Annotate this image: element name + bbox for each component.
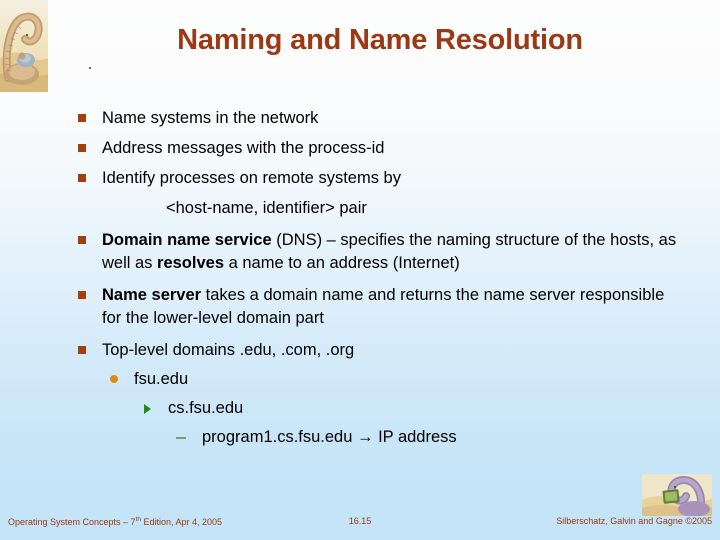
square-bullet-icon [78, 346, 86, 354]
list-item-label-bold: Name server [102, 286, 202, 304]
footer-copyright: Silberschatz, Galvin and Gagne ©2005 [556, 516, 712, 526]
list-item-label: Identify processes on remote systems by [102, 169, 401, 187]
square-bullet-icon [78, 291, 86, 299]
square-bullet-icon [78, 174, 86, 182]
list-item-sub: program1.cs.fsu.edu → IP address [76, 423, 688, 452]
decorative-dot [89, 67, 91, 69]
list-item: Top-level domains .edu, .com, .org [76, 335, 688, 365]
list-item: Address messages with the process-id [76, 133, 688, 163]
dash-bullet-icon [176, 437, 186, 439]
page-title: Naming and Name Resolution [177, 24, 583, 56]
list-item-label: fsu.edu [134, 370, 189, 388]
list-item: Name systems in the network [76, 103, 688, 133]
footer-edition-ordinal: th [135, 516, 141, 523]
dinosaur-with-book-illustration [642, 474, 712, 516]
list-item-label: (DNS) – specifies the naming structure o… [102, 231, 677, 272]
list-item-label: Address messages with the process-id [102, 139, 385, 157]
list-item-label-bold: Domain name service [102, 231, 272, 249]
footer-page-number: 16.15 [348, 516, 372, 526]
triangle-bullet-icon [144, 404, 151, 414]
list-item-label: Name systems in the network [102, 109, 319, 127]
square-bullet-icon [78, 144, 86, 152]
footer-edition: Operating System Concepts – 7th Edition,… [8, 516, 222, 527]
list-item-label-tail: a name to an address (Internet) [224, 254, 460, 272]
dinosaur-cover-illustration [0, 0, 48, 92]
list-item-label: cs.fsu.edu [168, 399, 244, 417]
list-item-continuation: <host-name, identifier> pair [166, 199, 367, 217]
list-item-label: program1.cs.fsu.edu → IP address [202, 428, 457, 446]
square-bullet-icon [78, 236, 86, 244]
square-bullet-icon [78, 114, 86, 122]
list-item: Name server takes a domain name and retu… [76, 284, 688, 330]
circle-bullet-icon [110, 375, 118, 383]
list-item-label: Top-level domains .edu, .com, .org [102, 341, 355, 359]
list-item: Domain name service (DNS) – specifies th… [76, 229, 688, 275]
list-item-sub: cs.fsu.edu [76, 394, 688, 423]
list-item: Identify processes on remote systems by [76, 163, 688, 193]
list-item-label-bold-2: resolves [157, 254, 224, 272]
footer-edition-suffix: Edition, Apr 4, 2005 [141, 517, 223, 527]
list-item-sub: fsu.edu [76, 365, 688, 394]
slide-footer: Operating System Concepts – 7th Edition,… [0, 506, 720, 540]
footer-edition-prefix: Operating System Concepts – 7 [8, 517, 136, 527]
bullet-list: Name systems in the network Address mess… [76, 103, 688, 452]
list-item-label: takes a domain name and returns the name… [102, 286, 665, 327]
